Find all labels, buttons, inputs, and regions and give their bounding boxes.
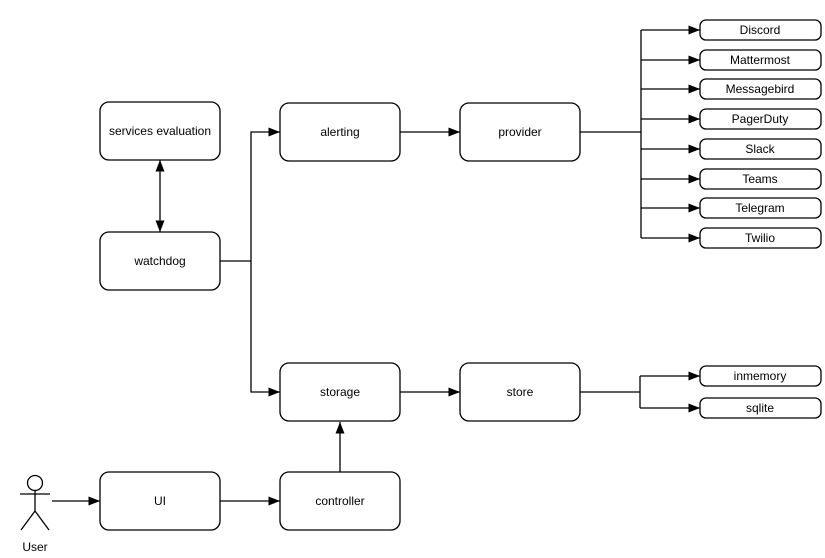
node-alerting: alerting xyxy=(279,102,401,162)
sqlite-label: sqlite xyxy=(746,401,774,415)
alerting-label: alerting xyxy=(320,125,359,139)
actor-user: User xyxy=(20,474,50,554)
telegram-label: Telegram xyxy=(735,201,784,215)
watchdog-label: watchdog xyxy=(133,254,185,268)
actor-head xyxy=(26,474,44,492)
actor-leg-left xyxy=(20,510,36,531)
ui-label: UI xyxy=(154,494,166,508)
storage-label: storage xyxy=(320,385,360,399)
node-storage: storage xyxy=(279,362,401,422)
node-services-evaluation: services evaluation xyxy=(99,101,221,161)
services-evaluation-label: services evaluation xyxy=(109,124,211,138)
slack-label: Slack xyxy=(745,142,775,156)
node-pagerduty: PagerDuty xyxy=(699,108,822,130)
node-provider: provider xyxy=(459,102,581,162)
edge-watchdog-alerting xyxy=(250,127,280,261)
node-mattermost: Mattermost xyxy=(699,49,822,71)
teams-label: Teams xyxy=(742,172,777,186)
node-telegram: Telegram xyxy=(699,197,822,219)
node-controller: controller xyxy=(279,471,401,531)
messagebird-label: Messagebird xyxy=(726,82,795,96)
node-messagebird: Messagebird xyxy=(699,78,822,100)
inmemory-label: inmemory xyxy=(734,369,787,383)
node-inmemory: inmemory xyxy=(699,365,822,387)
controller-label: controller xyxy=(315,494,364,508)
node-watchdog: watchdog xyxy=(99,231,221,291)
discord-label: Discord xyxy=(740,23,781,37)
node-sqlite: sqlite xyxy=(699,397,822,419)
provider-label: provider xyxy=(498,125,541,139)
mattermost-label: Mattermost xyxy=(730,53,791,67)
actor-leg-right xyxy=(34,510,50,531)
pagerduty-label: PagerDuty xyxy=(732,112,789,126)
node-slack: Slack xyxy=(699,138,822,160)
node-store: store xyxy=(459,362,581,422)
node-ui: UI xyxy=(99,471,221,531)
node-discord: Discord xyxy=(699,19,822,41)
actor-label: User xyxy=(22,540,47,554)
node-twilio: Twilio xyxy=(699,227,822,249)
twilio-label: Twilio xyxy=(745,231,775,245)
node-teams: Teams xyxy=(699,168,822,190)
edge-watchdog-storage xyxy=(250,261,280,397)
store-label: store xyxy=(507,385,534,399)
